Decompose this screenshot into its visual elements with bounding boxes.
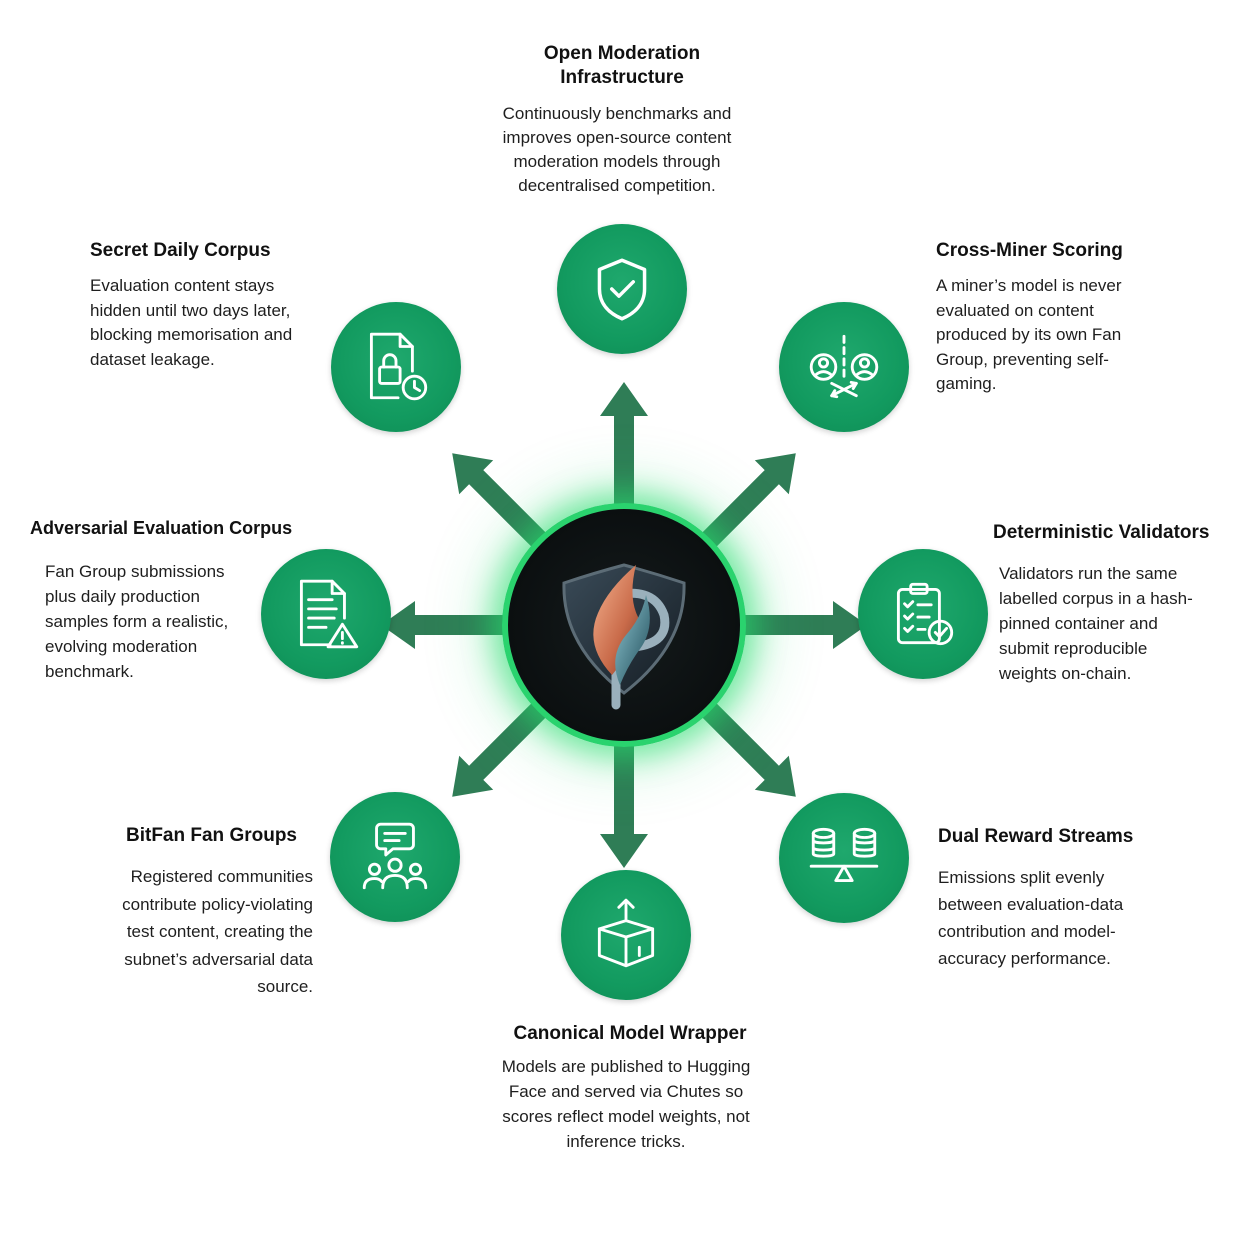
- title-secret-daily-corpus: Secret Daily Corpus: [90, 240, 271, 261]
- hub-logo: [502, 503, 746, 747]
- title-adversarial-evaluation-corpus: Adversarial Evaluation Corpus: [30, 518, 293, 538]
- node-bitfan-fan-groups: [330, 792, 460, 922]
- package-box-icon: [597, 898, 655, 968]
- arrow-up-right: [696, 453, 796, 553]
- arrow-up-left: [452, 453, 552, 553]
- node-canonical-model-wrapper: [561, 870, 691, 1000]
- desc-canonical-model-wrapper: Models are published to Hugging Face and…: [501, 1057, 751, 1151]
- locked-file-clock-icon: [369, 332, 428, 401]
- title-canonical-model-wrapper: Canonical Model Wrapper: [513, 1023, 747, 1044]
- title-dual-reward-streams: Dual Reward Streams: [938, 826, 1134, 847]
- flame-shield-logo-icon: [562, 563, 686, 710]
- node-adversarial-evaluation-corpus: [261, 549, 391, 679]
- arrow-right: [736, 601, 867, 649]
- node-cross-miner-scoring: [779, 302, 909, 432]
- desc-secret-daily-corpus: Evaluation content stays hidden until tw…: [90, 276, 293, 369]
- title-cross-miner-scoring: Cross-Miner Scoring: [936, 240, 1123, 261]
- arrow-down: [600, 737, 648, 868]
- node-deterministic-validators: [858, 549, 988, 679]
- desc-dual-reward-streams: Emissions split evenly between evaluatio…: [938, 868, 1124, 968]
- clipboard-checklist-icon: [896, 582, 954, 646]
- desc-cross-miner-scoring: A miner’s model is never evaluated on co…: [936, 276, 1122, 393]
- title-bitfan-fan-groups: BitFan Fan Groups: [126, 825, 297, 846]
- arrow-up: [600, 382, 648, 513]
- desc-adversarial-evaluation-corpus: Fan Group submissions plus daily product…: [45, 562, 229, 681]
- arrow-down-left: [452, 697, 552, 797]
- arrow-down-right: [696, 697, 796, 797]
- node-secret-daily-corpus: [331, 302, 461, 432]
- desc-bitfan-fan-groups: Registered communities contribute policy…: [122, 867, 313, 996]
- shield-check-icon: [597, 258, 647, 321]
- arrow-left: [381, 601, 512, 649]
- desc-open-moderation: Continuously benchmarks and improves ope…: [502, 104, 732, 195]
- balance-scale-icon: [809, 827, 879, 882]
- title-deterministic-validators: Deterministic Validators: [993, 522, 1210, 543]
- node-dual-reward-streams: [779, 793, 909, 923]
- title-open-moderation: Open Moderation Infrastructure: [543, 43, 701, 88]
- desc-deterministic-validators: Validators run the same labelled corpus …: [999, 564, 1193, 683]
- document-warning-icon: [299, 579, 359, 649]
- cross-miner-users-icon: [809, 334, 879, 399]
- node-open-moderation: [557, 224, 687, 354]
- community-chat-icon: [362, 822, 428, 890]
